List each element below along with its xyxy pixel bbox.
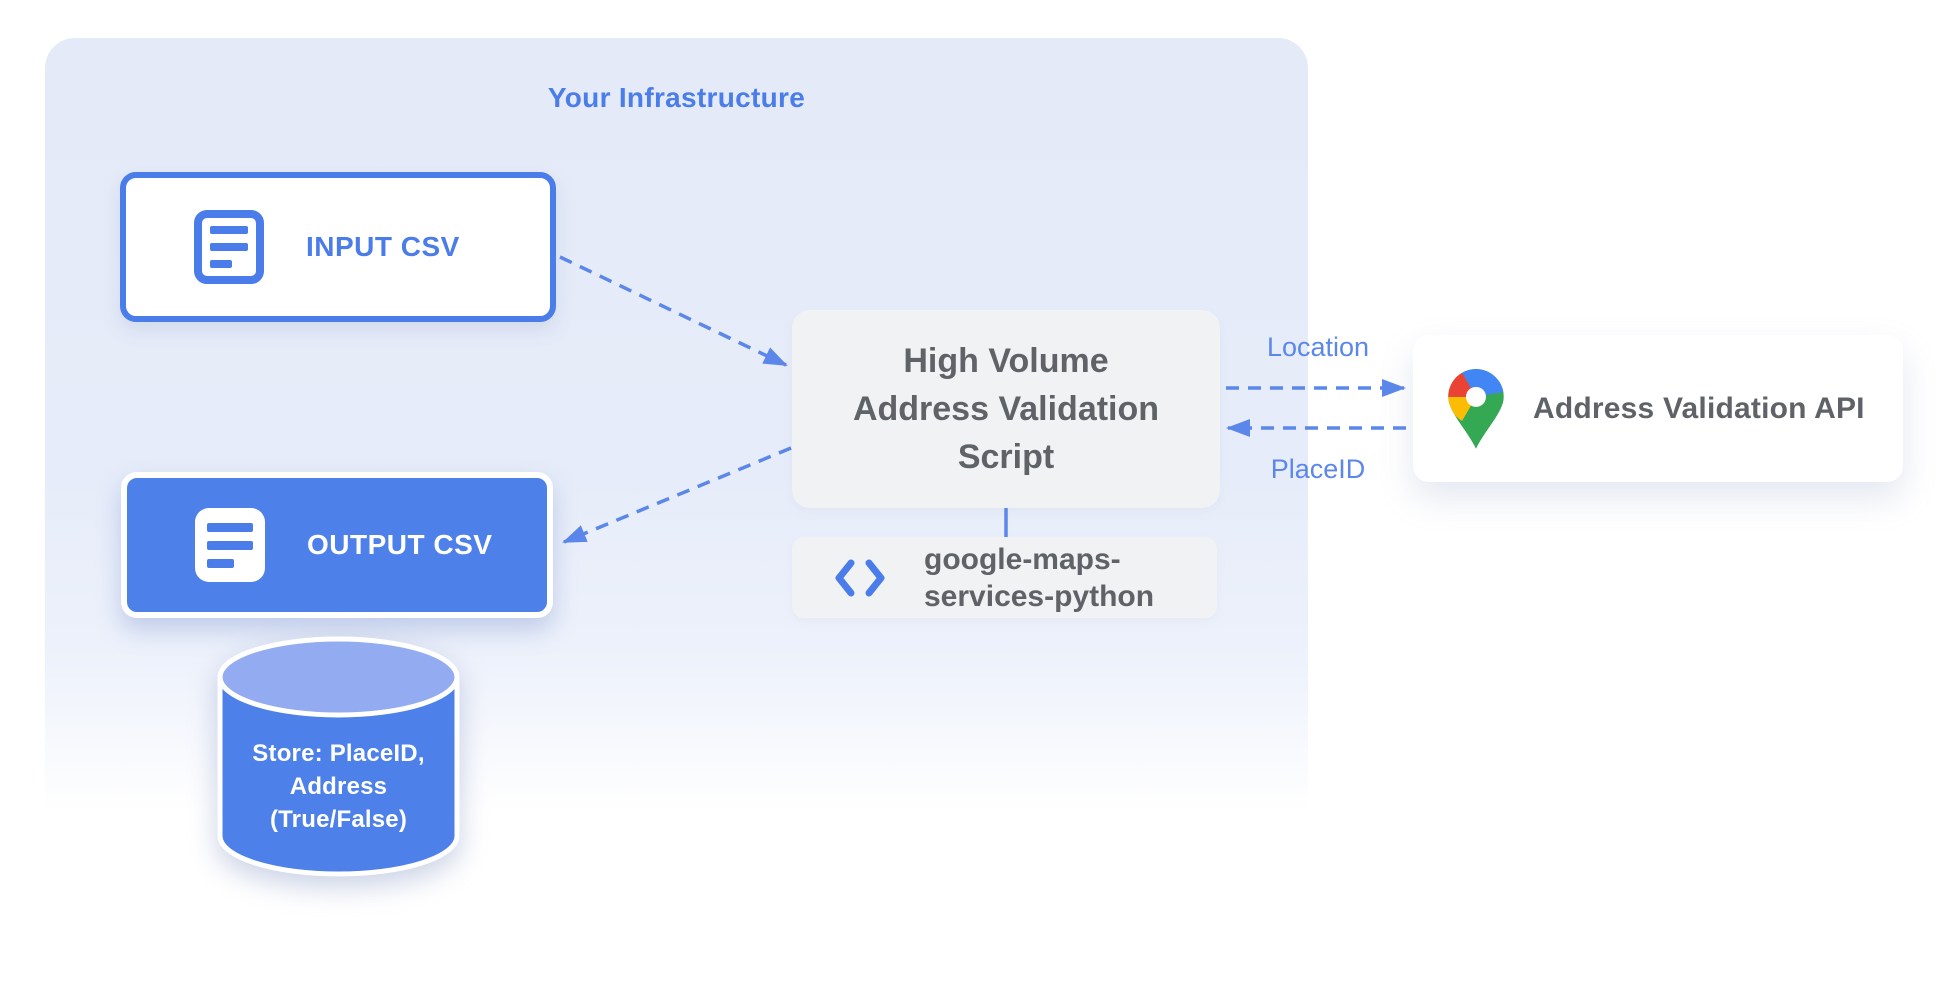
document-icon <box>195 508 265 582</box>
library-node: google-maps- services-python <box>792 537 1217 618</box>
script-node: High Volume Address Validation Script <box>792 310 1220 508</box>
location-edge-label: Location <box>1266 332 1370 362</box>
output-csv-node: OUTPUT CSV <box>121 472 553 618</box>
script-label: High Volume Address Validation Script <box>852 342 1160 476</box>
google-maps-pin-icon <box>1448 368 1504 449</box>
output-csv-label: OUTPUT CSV <box>307 529 493 560</box>
infrastructure-title: Your Infrastructure <box>547 82 806 113</box>
code-brackets-icon <box>835 559 885 596</box>
input-csv-label: INPUT CSV <box>306 231 460 262</box>
api-node: Address Validation API <box>1413 335 1903 482</box>
library-label: google-maps- services-python <box>924 542 1155 613</box>
input-csv-node: INPUT CSV <box>120 172 556 322</box>
document-icon <box>194 210 264 284</box>
placeid-edge-label: PlaceID <box>1270 454 1366 484</box>
api-label: Address Validation API <box>1533 391 1865 425</box>
database-cylinder-icon <box>217 636 460 877</box>
datastore-label: Store: PlaceID, Address (True/False) <box>252 740 425 833</box>
